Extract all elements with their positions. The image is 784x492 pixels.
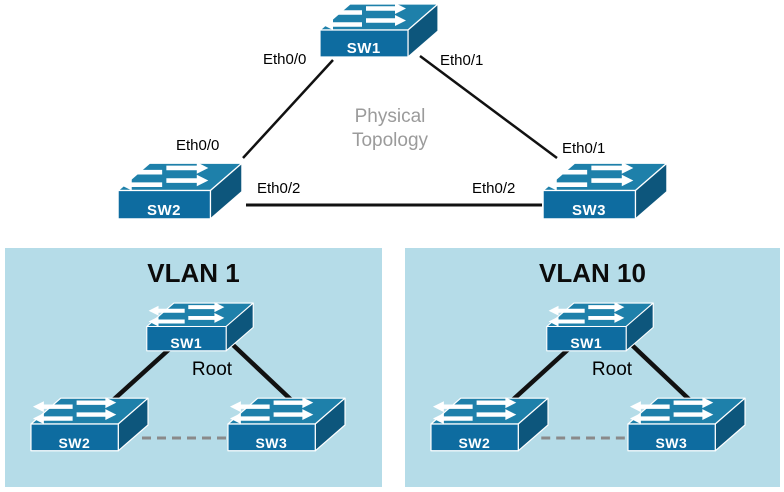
caption-line-1: Physical — [354, 106, 426, 127]
physical-topology-section: SW1 SW2 SW3 Eth0/0 Eth0/1 Eth0/0 Eth0/1 … — [0, 0, 784, 240]
link-line-sw1-sw2 — [242, 59, 334, 159]
if-label-sw1-eth0-1: Eth0/1 — [440, 52, 484, 69]
switch-icon-sw3: SW3 — [226, 395, 347, 453]
switch-icon-sw3: SW3 — [541, 160, 669, 221]
root-label: Root — [591, 359, 633, 380]
switch-label: SW1 — [170, 335, 203, 352]
switch-label: SW3 — [571, 202, 606, 220]
if-label-sw2-eth0-0: Eth0/0 — [176, 137, 220, 154]
switch-label: SW1 — [346, 40, 381, 58]
panel-title: VLAN 10 — [539, 258, 646, 288]
if-label-sw1-eth0-0: Eth0/0 — [263, 51, 307, 68]
switch-label: SW1 — [570, 335, 603, 352]
switch-icon-sw1: SW1 — [545, 300, 655, 353]
physical-links — [242, 54, 558, 207]
switch-icon-sw1: SW1 — [318, 1, 440, 59]
physical-topology-caption: Physical Topology — [328, 105, 452, 153]
switch-icon-sw2: SW2 — [429, 395, 550, 453]
if-label-sw2-eth0-2: Eth0/2 — [257, 180, 301, 197]
if-label-sw3-eth0-2: Eth0/2 — [472, 180, 516, 197]
caption-line-2: Topology — [351, 130, 429, 151]
switch-label: SW3 — [255, 435, 288, 452]
panel-title: VLAN 1 — [147, 258, 240, 288]
vlan1-panel: VLAN 1 SW1 Root SW2 SW3 — [5, 248, 382, 487]
switch-label: SW2 — [146, 202, 181, 220]
switch-icon-sw2: SW2 — [29, 395, 150, 453]
link-line-sw1-sw3 — [419, 54, 558, 160]
switch-label: SW2 — [458, 435, 491, 452]
switch-icon-sw2: SW2 — [116, 160, 244, 221]
root-label: Root — [191, 359, 233, 380]
switch-icon-sw3: SW3 — [626, 395, 747, 453]
switch-label: SW2 — [58, 435, 91, 452]
vlan10-panel: VLAN 10 SW1 Root SW2 SW3 — [405, 248, 780, 487]
switch-label: SW3 — [655, 435, 688, 452]
if-label-sw3-eth0-1: Eth0/1 — [562, 140, 606, 157]
switch-icon-sw1: SW1 — [145, 300, 255, 353]
